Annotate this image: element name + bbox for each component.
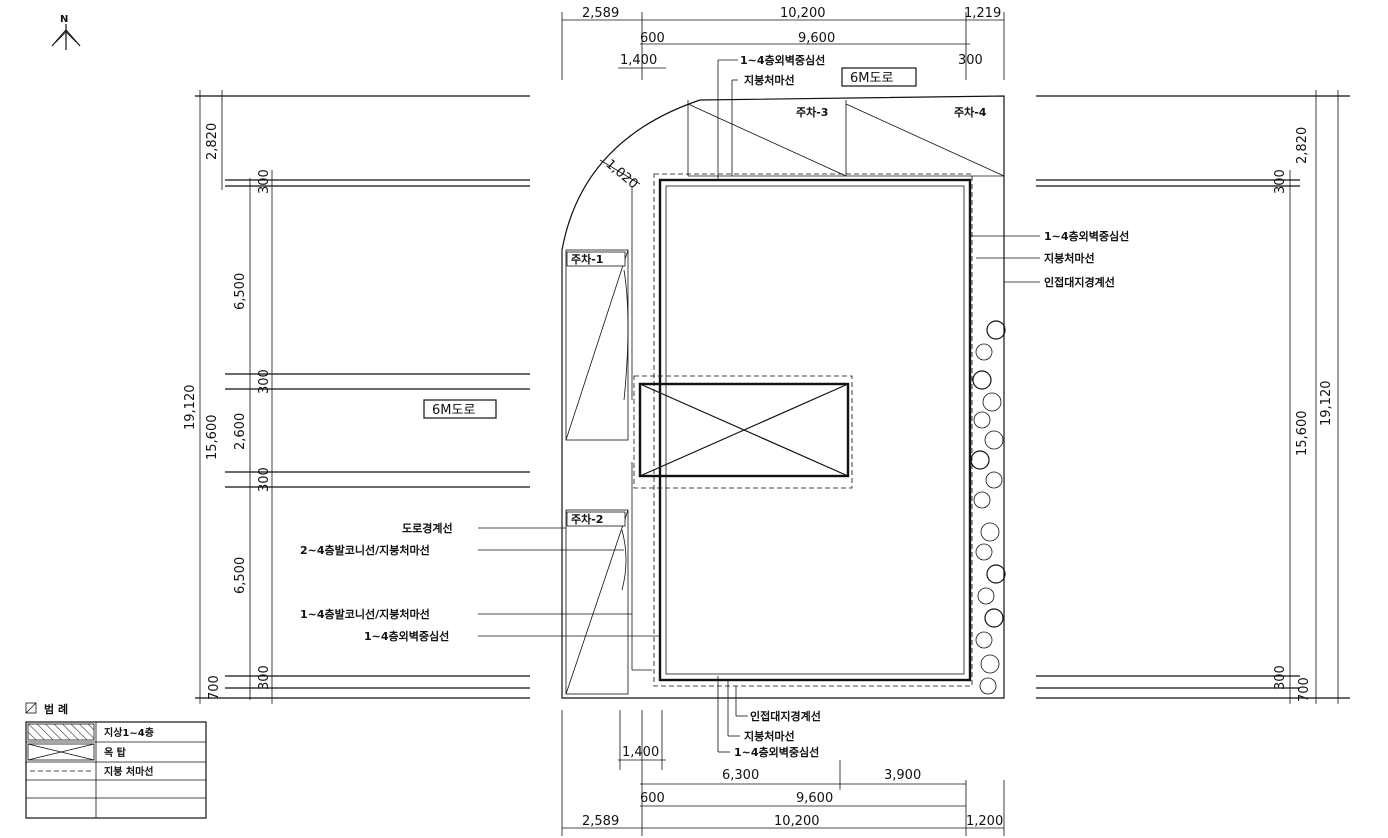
left-seg-4: 2,600 [233, 413, 248, 450]
callout-bottom-boundary: 인접대지경계선 [750, 709, 821, 723]
callouts-left: 도로경계선 2~4층발코니선/지붕처마선 1~4층발코니선/지붕처마선 1~4층… [300, 521, 660, 643]
left-mid-dim: 15,600 [205, 415, 220, 461]
left-dimensions: 19,120 15,600 2,820 300 6,500 300 2,600 … [183, 90, 273, 704]
parking-3-label: 주차-3 [796, 105, 828, 119]
legend-title: 범 례 [44, 702, 68, 716]
north-arrow-icon: N [51, 14, 81, 50]
right-dimensions: 2,820 15,600 19,120 300 300 700 [1273, 90, 1339, 704]
callout-left-road: 도로경계선 [402, 521, 453, 535]
left-seg-8: 700 [207, 675, 222, 700]
bottom-dim-1400: 1,400 [622, 745, 659, 760]
road-label-top: 6M도로 [850, 71, 893, 86]
left-seg-2: 6,500 [233, 273, 248, 310]
callouts-top: 1~4층외벽중심선 지붕처마선 [717, 53, 825, 180]
left-seg-7: 300 [257, 665, 272, 690]
left-seg-5: 300 [257, 467, 272, 492]
legend-item-building: 지상1~4층 [104, 726, 154, 739]
right-seg-1: 300 [1273, 169, 1288, 194]
bottom-dim-10200: 10,200 [774, 814, 820, 829]
bottom-dim-3900: 3,900 [884, 768, 921, 783]
left-seg-3: 300 [257, 369, 272, 394]
callout-right-eave: 지붕처마선 [1044, 251, 1095, 265]
top-dim-2589: 2,589 [582, 6, 619, 21]
callout-left-balcony-2-4: 2~4층발코니선/지붕처마선 [300, 543, 430, 557]
bottom-dim-600: 600 [640, 791, 665, 806]
road-label-left: 6M도로 [432, 403, 475, 418]
callout-bottom-eave: 지붕처마선 [744, 729, 795, 743]
left-seg-1: 300 [257, 169, 272, 194]
right-seg-3: 700 [1297, 677, 1312, 702]
right-outer-dim: 19,120 [1319, 381, 1334, 427]
parking-labels: 주차-1 주차-2 주차-3 주차-4 [566, 105, 987, 527]
road-labels: 6M도로 6M도로 [423, 67, 917, 419]
road-lines [195, 95, 1350, 699]
callout-right-boundary: 인접대지경계선 [1044, 275, 1115, 289]
bottom-dim-2589: 2,589 [582, 814, 619, 829]
top-dim-9600: 9,600 [798, 31, 835, 46]
parking-2-label: 주차-2 [571, 512, 603, 526]
bottom-dim-9600: 9,600 [796, 791, 833, 806]
top-dim-1219: 1,219 [964, 6, 1001, 21]
arc-dim-1020: 1,020 [602, 157, 640, 192]
bottom-dim-1200: 1,200 [966, 814, 1003, 829]
right-mid-dim: 15,600 [1295, 411, 1310, 457]
top-dim-1400: 1,400 [620, 53, 657, 68]
legend-item-rooftop: 옥 탑 [104, 747, 127, 759]
left-outer-dim: 19,120 [183, 385, 198, 431]
parking-1-label: 주차-1 [571, 252, 603, 266]
legend-checkbox-icon [25, 702, 37, 714]
top-dim-10200: 10,200 [780, 6, 826, 21]
parking-4-label: 주차-4 [954, 105, 987, 119]
north-label: N [60, 14, 68, 25]
callout-bottom-wall: 1~4층외벽중심선 [734, 745, 819, 759]
bottom-dim-6300: 6,300 [722, 768, 759, 783]
callout-left-wall: 1~4층외벽중심선 [364, 629, 449, 643]
right-top-dim: 2,820 [1295, 127, 1310, 164]
right-seg-2: 300 [1273, 665, 1288, 690]
callout-left-balcony-1-4: 1~4층발코니선/지붕처마선 [300, 607, 430, 621]
legend-item-eave: 지붕 처마선 [104, 765, 153, 778]
top-dim-300: 300 [958, 53, 983, 68]
left-seg-6: 6,500 [233, 557, 248, 594]
parking-left [565, 186, 652, 695]
legend: 범 례 지상1~4층 옥 탑 지붕 처마선 [25, 702, 207, 819]
top-dim-600: 600 [640, 31, 665, 46]
top-dimensions: 2,589 10,200 1,219 600 9,600 1,400 300 [561, 6, 1005, 80]
left-top-dim: 2,820 [205, 123, 220, 160]
landscape-trees [970, 320, 1006, 695]
callouts-bottom: 인접대지경계선 지붕처마선 1~4층외벽중심선 [717, 676, 821, 759]
bottom-dimensions: 1,400 6,300 3,900 600 9,600 2,589 10,200… [561, 710, 1005, 836]
callout-top-eave: 지붕처마선 [744, 73, 795, 87]
callouts-right: 1~4층외벽중심선 지붕처마선 인접대지경계선 [970, 229, 1129, 289]
building-footprint [633, 173, 973, 687]
callout-right-wall: 1~4층외벽중심선 [1044, 229, 1129, 243]
callout-top-wall: 1~4층외벽중심선 [740, 53, 825, 67]
